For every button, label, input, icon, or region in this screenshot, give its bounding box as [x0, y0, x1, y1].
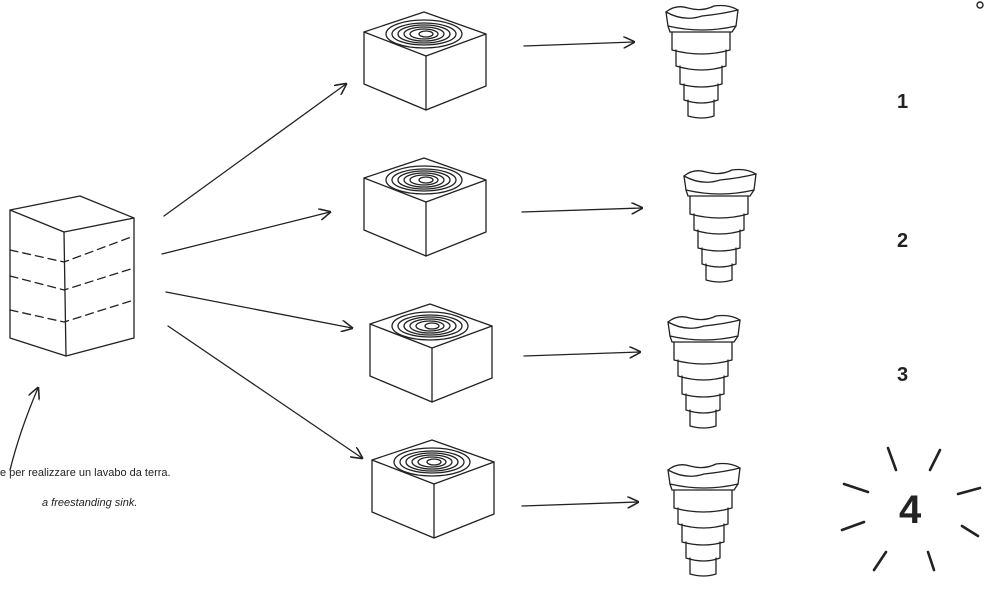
arrow-slab-to-vessel-3: [523, 352, 640, 356]
arrow-slab-to-vessel-4: [521, 502, 638, 506]
source-block: [9, 195, 135, 357]
arrow-slab-to-vessel-2: [521, 208, 642, 212]
arrow-block-to-slab-2: [161, 212, 330, 255]
highlight-burst: [840, 446, 982, 572]
arrow-block-to-slab-3: [165, 291, 352, 328]
vessel-1: [665, 4, 739, 119]
slab-4: [371, 439, 495, 539]
arrow-block-to-slab-4: [167, 325, 362, 458]
step-label-3: 3: [897, 364, 909, 386]
caption-english: a freestanding sink.: [42, 497, 138, 509]
step-label-1: 1: [897, 91, 909, 113]
vessel-3: [667, 314, 741, 429]
arrow-slab-to-vessel-1: [523, 42, 634, 46]
corner-mark: [976, 1, 984, 9]
slab-1: [363, 11, 487, 111]
slab-3: [369, 303, 493, 403]
vessel-2: [683, 168, 757, 283]
vessel-4: [667, 462, 741, 577]
slab-2: [363, 157, 487, 257]
caption-italian: e per realizzare un lavabo da terra.: [0, 467, 171, 479]
arrow-block-to-slab-1: [163, 84, 346, 217]
step-label-2: 2: [897, 230, 909, 252]
step-label-4: 4: [899, 488, 922, 532]
pointer-arrow: [9, 388, 38, 471]
